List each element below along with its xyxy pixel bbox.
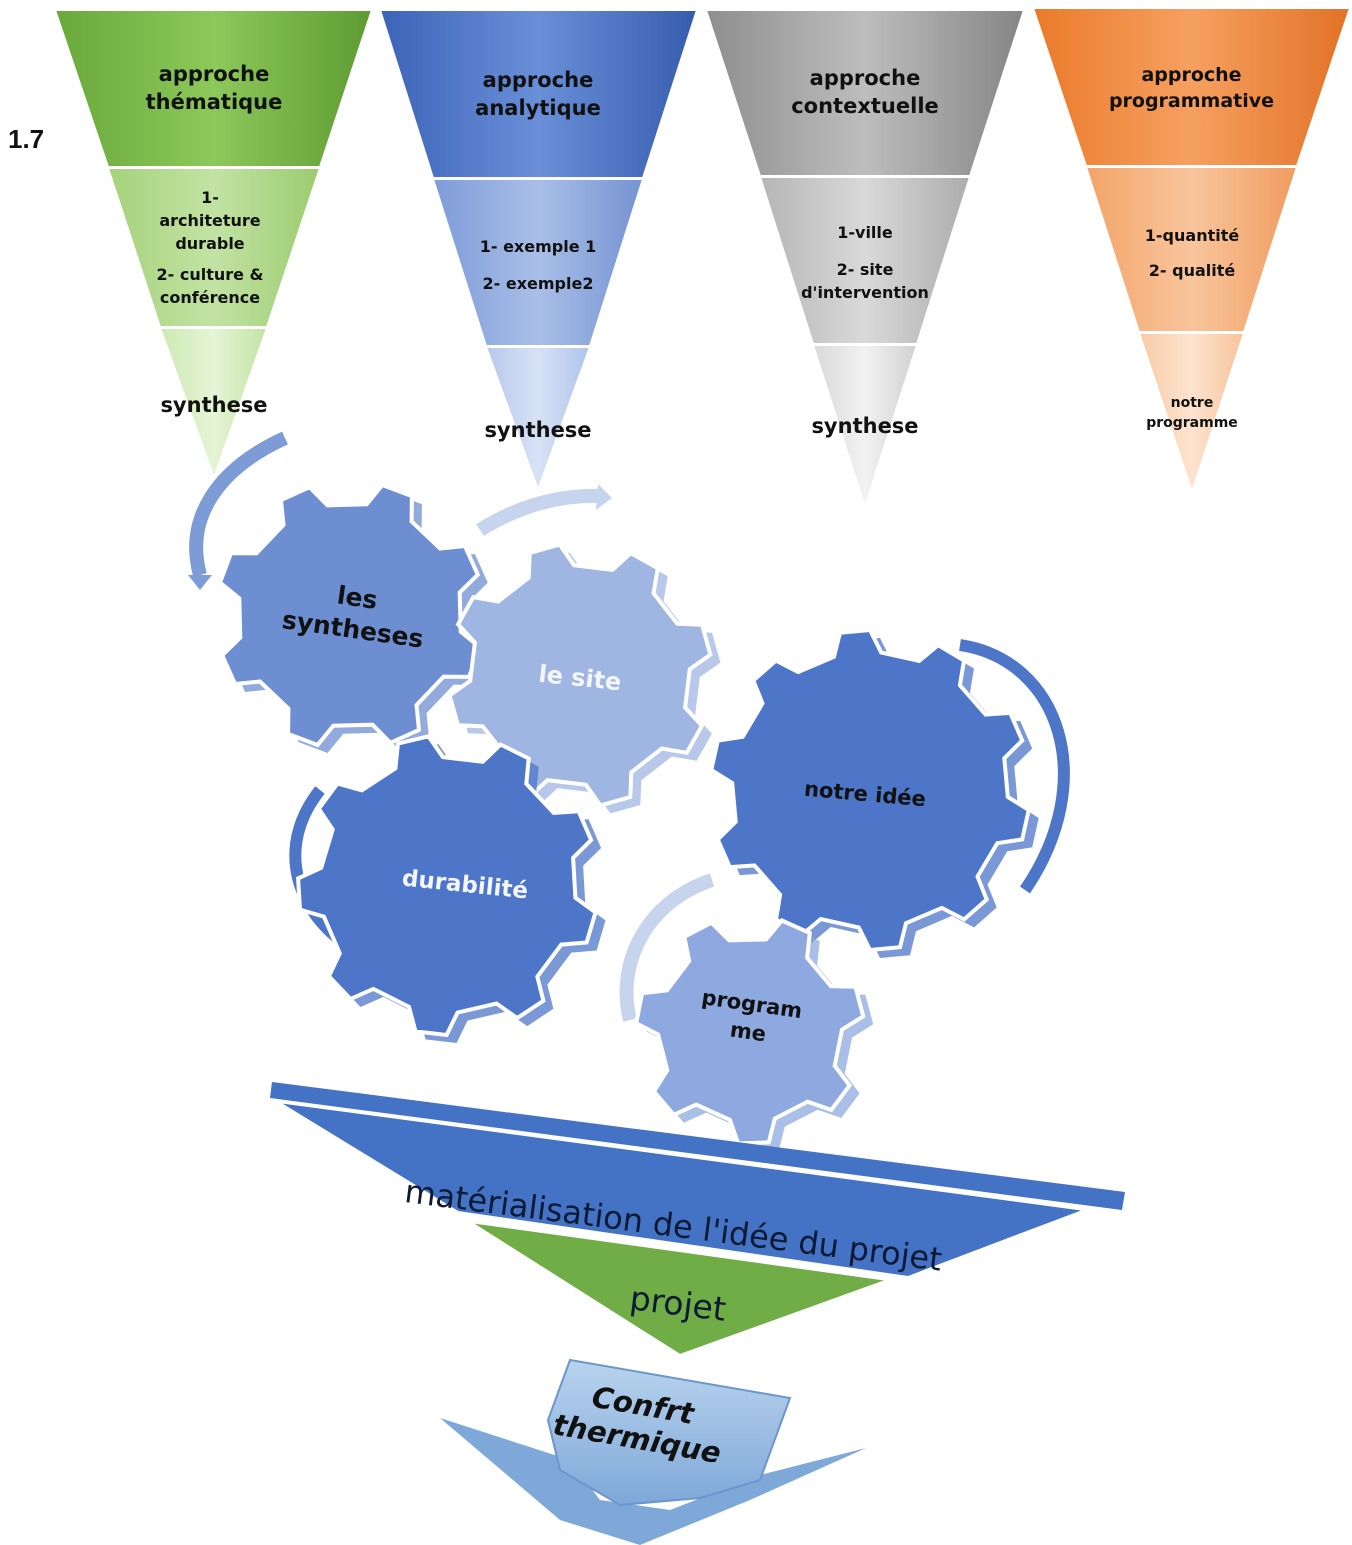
rotation-arrow-3: [959, 639, 1070, 894]
approach-4-synthesis: notre programme: [1127, 393, 1257, 433]
approach-3-item: d'intervention: [801, 283, 929, 302]
approach-1-title-line2: thématique: [145, 90, 283, 114]
gear-programme: [633, 918, 866, 1146]
approach-3-title-line2: contextuelle: [791, 94, 939, 118]
approach-3-title-line1: approche: [809, 66, 921, 90]
approach-1-item: 1-: [201, 188, 219, 207]
approach-2-title-line2: analytique: [475, 96, 601, 120]
approach-3-item: 2- site: [836, 260, 894, 279]
approach-1-title-line1: approche: [158, 62, 270, 86]
approach-contextuelle-triangle: [704, 9, 1026, 511]
section-number: 1.7: [8, 124, 45, 154]
approach-1-title: approche thématique: [108, 60, 320, 116]
approach-4-item: 1-quantité: [1144, 226, 1240, 245]
approach-thematique-triangle: [53, 9, 374, 481]
approach-4-title: approche programmative: [1086, 62, 1297, 114]
gear-syntheses: [217, 482, 483, 748]
rotation-arrow-5: [619, 873, 715, 1022]
gear-durabilite: [296, 734, 598, 1038]
approach-3-items: 1-ville 2- site d'intervention: [790, 221, 940, 304]
approach-4-synthesis-line2: programme: [1146, 415, 1238, 431]
gear-site: [447, 542, 713, 808]
approach-2-item: 2- exemple2: [482, 274, 594, 293]
approach-4-items: 1-quantité 2- qualité: [1117, 224, 1267, 282]
gear-idee: [709, 627, 1031, 953]
approach-1-item: 2- culture &: [156, 265, 264, 284]
approach-analytique-triangle: [378, 9, 699, 493]
approach-4-title-line1: approche: [1141, 64, 1242, 86]
approach-2-title: approche analytique: [433, 66, 643, 122]
approach-4-item: 2- qualité: [1148, 261, 1236, 280]
approach-2-item: 1- exemple 1: [479, 237, 597, 256]
rotation-arrow-1: [189, 431, 288, 577]
approach-3-synthesis: synthese: [811, 414, 919, 438]
approach-2-items: 1- exemple 1 2- exemple2: [463, 235, 613, 295]
approach-2-synthesis: synthese: [484, 418, 592, 442]
approach-1-item: architeture: [159, 211, 261, 230]
approach-1-items: 1- architeture durable 2- culture & conf…: [140, 186, 280, 309]
approach-2-title-line1: approche: [482, 68, 594, 92]
approach-1-item: durable: [175, 234, 245, 253]
approach-1-item: conférence: [159, 288, 261, 307]
funnel: [270, 1082, 1125, 1357]
rotation-arrow-2: [476, 488, 601, 536]
approach-programmative-triangle: [1031, 7, 1352, 496]
confort-thermique-arrow: [440, 1358, 866, 1545]
approach-1-synthesis: synthese: [160, 393, 268, 417]
approach-4-title-line2: programmative: [1108, 90, 1275, 112]
approach-3-item: 1-ville: [837, 223, 893, 242]
approach-3-title: approche contextuelle: [760, 64, 970, 120]
approach-4-synthesis-line1: notre: [1170, 395, 1214, 411]
gears-group: [217, 482, 1039, 1152]
rotation-arrow-4: [289, 786, 344, 945]
